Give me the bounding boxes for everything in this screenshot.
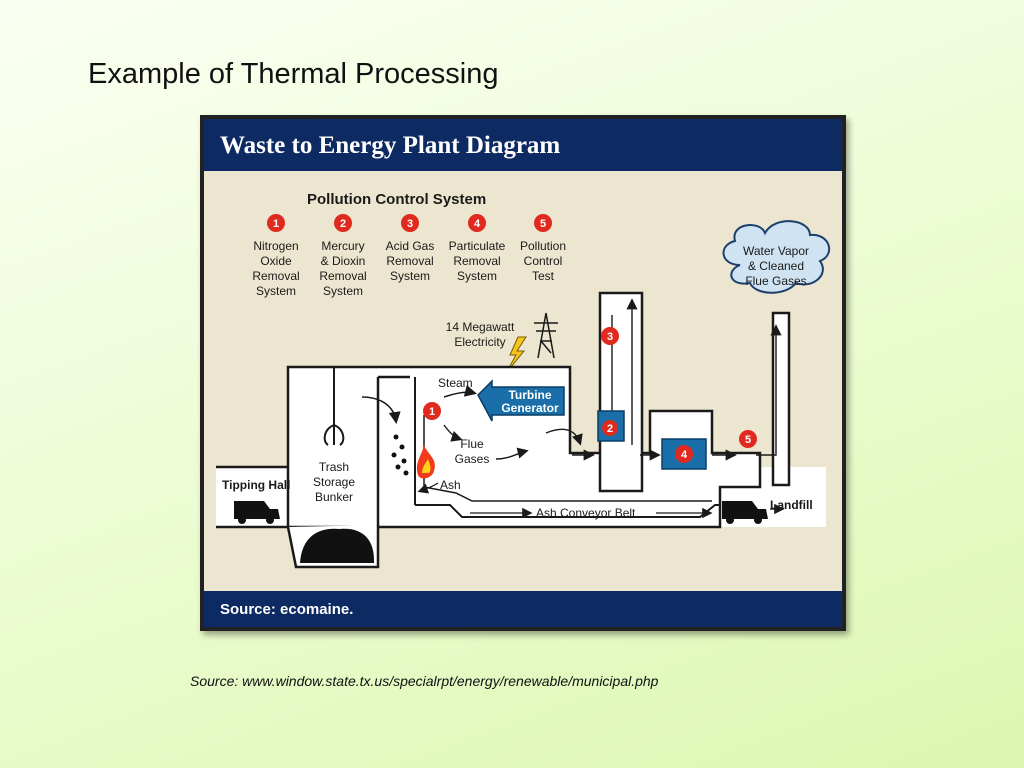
ash-conveyor-label: Ash Conveyor Belt <box>536 506 636 520</box>
power-tower-icon <box>534 312 558 359</box>
step-3-number: 3 <box>407 218 413 230</box>
trash-pile <box>300 528 375 563</box>
steam-label: Steam <box>438 376 473 390</box>
waste-to-energy-diagram: Waste to Energy Plant Diagram Source: ec… <box>200 115 846 631</box>
lightning-icon <box>505 336 527 374</box>
step-1-line: Nitrogen <box>253 239 298 253</box>
step-1-line: Removal <box>252 269 299 283</box>
trash-storage-label: Bunker <box>315 490 353 504</box>
plant-building <box>216 291 826 529</box>
ash-label: Ash <box>440 478 461 492</box>
marker-4-number: 4 <box>681 449 688 461</box>
water-vapor-cloud: Water Vapor & Cleaned Flue Gases <box>722 220 831 294</box>
step-5-number: 5 <box>540 218 546 230</box>
diagram-source: Source: ecomaine. <box>220 601 353 618</box>
slide-title: Example of Thermal Processing <box>88 58 499 90</box>
marker-2-number: 2 <box>607 423 613 435</box>
pollution-step-5: 5 Pollution Control Test <box>520 214 566 283</box>
step-2-line: & Dioxin <box>321 254 366 268</box>
marker-4 <box>675 445 693 463</box>
step-2-line: Removal <box>319 269 366 283</box>
flue-gases-label: Gases <box>455 452 490 466</box>
fire-icon <box>416 445 435 479</box>
turbine-label: Turbine <box>508 388 551 402</box>
step-1-line: Oxide <box>260 254 292 268</box>
trash-storage-label: Storage <box>313 475 355 489</box>
step-4-line: Particulate <box>449 239 506 253</box>
step-5-line: Test <box>532 269 555 283</box>
marker-1 <box>423 402 441 420</box>
marker-5-number: 5 <box>745 434 751 446</box>
landfill-truck-icon <box>722 501 768 524</box>
source-caption: Source: www.window.state.tx.us/specialrp… <box>190 673 659 689</box>
marker-3-number: 3 <box>607 331 613 343</box>
step-3-line: System <box>390 269 430 283</box>
electricity-label: Electricity <box>454 335 505 349</box>
turbine-generator: Turbine Generator <box>477 379 565 422</box>
diagram-footer-bar <box>204 591 842 627</box>
step-2-line: Mercury <box>321 239 364 253</box>
step-1-number: 1 <box>273 218 279 230</box>
marker-3 <box>601 327 619 345</box>
flue-gases-label: Flue <box>460 437 484 451</box>
pollution-step-2: 2 Mercury & Dioxin Removal System <box>319 214 367 298</box>
turbine-label: Generator <box>501 401 559 415</box>
water-vapor-label: Water Vapor <box>743 244 809 258</box>
step-5-line: Control <box>524 254 563 268</box>
trash-storage-label: Trash <box>319 460 349 474</box>
step-5-line: Pollution <box>520 239 566 253</box>
step-2-number: 2 <box>340 218 346 230</box>
water-vapor-label: Flue Gases <box>745 274 806 288</box>
diagram-title: Waste to Energy Plant Diagram <box>220 132 560 159</box>
step-3-line: Removal <box>386 254 433 268</box>
grapple-claw-icon <box>323 367 345 446</box>
pollution-step-3: 3 Acid Gas Removal System <box>386 214 435 283</box>
water-vapor-label: & Cleaned <box>748 259 804 273</box>
pollution-control-title: Pollution Control System <box>307 191 486 208</box>
dump-truck-icon <box>234 501 280 524</box>
marker-5 <box>739 430 757 448</box>
electricity-label: 14 Megawatt <box>446 320 515 334</box>
marker-2 <box>602 420 618 436</box>
landfill-label: Landfill <box>770 498 813 512</box>
step-4-number: 4 <box>474 218 481 230</box>
step-2-line: System <box>323 284 363 298</box>
pollution-step-1: 1 Nitrogen Oxide Removal System <box>252 214 300 298</box>
pollution-step-4: 4 Particulate Removal System <box>449 214 506 283</box>
waste-debris <box>391 434 409 476</box>
marker-1-number: 1 <box>429 406 435 418</box>
diagram-header-bar <box>204 119 842 171</box>
step-4-line: Removal <box>453 254 500 268</box>
step-4-line: System <box>457 269 497 283</box>
step-1-line: System <box>256 284 296 298</box>
tipping-hall-label: Tipping Hall <box>222 478 290 492</box>
step-3-line: Acid Gas <box>386 239 435 253</box>
